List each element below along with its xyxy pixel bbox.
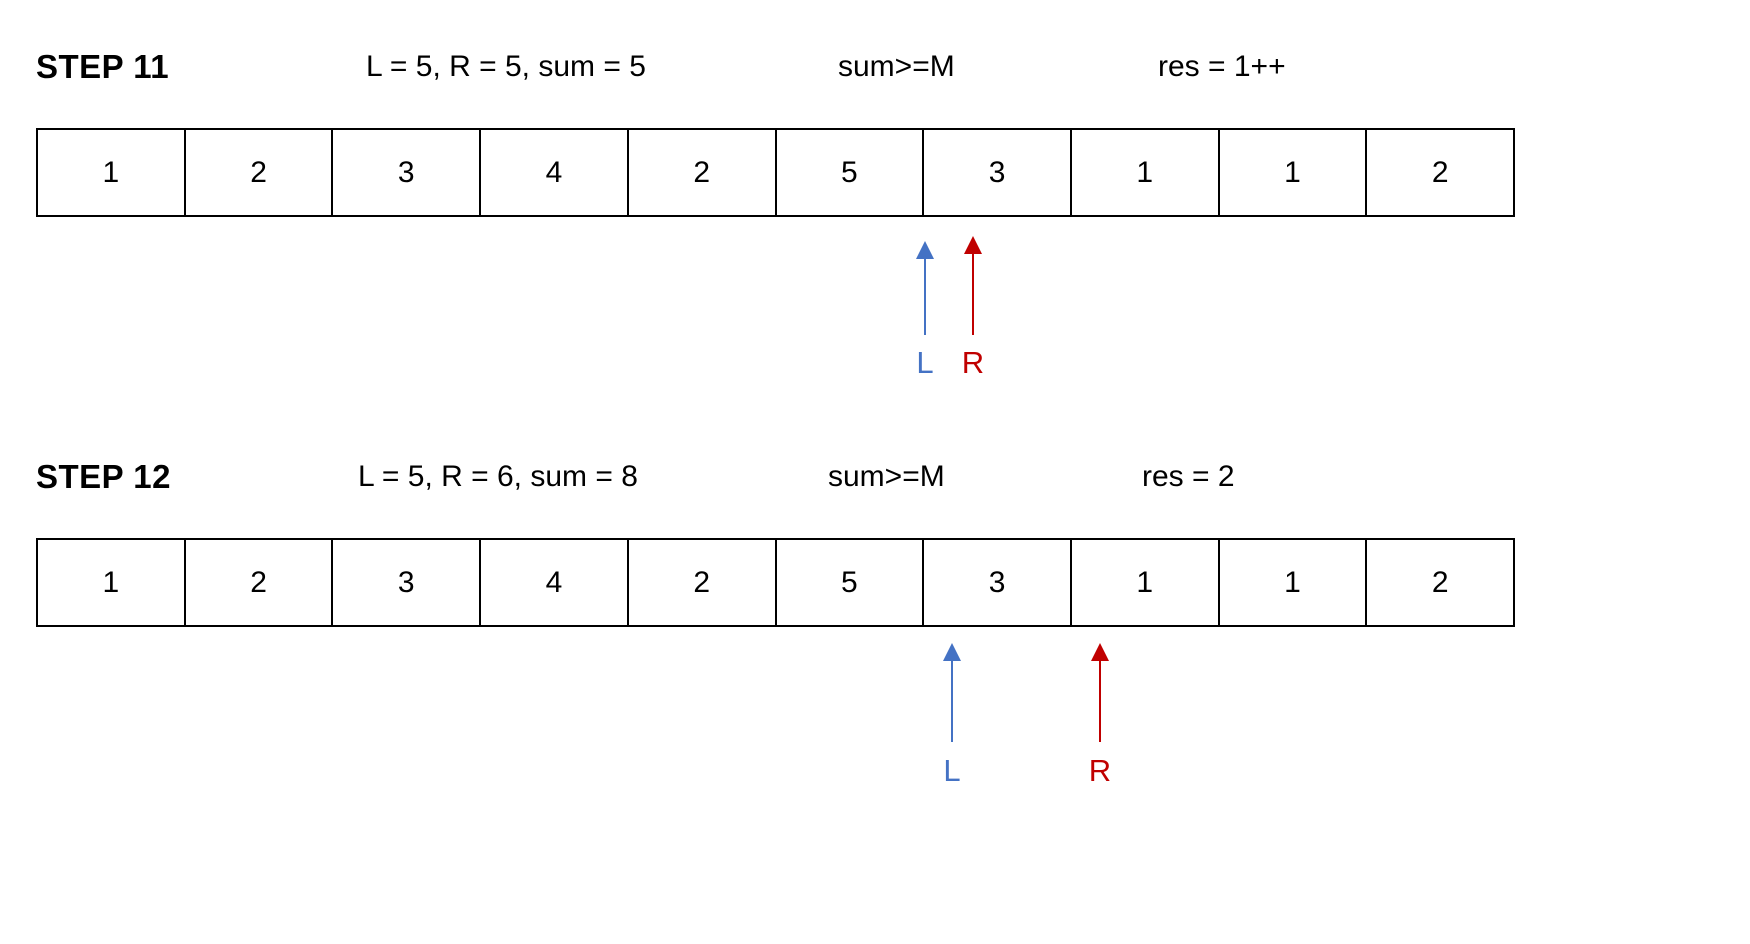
arrow-up-icon bbox=[916, 241, 934, 259]
array-cell: 1 bbox=[38, 130, 186, 215]
pointer-label: L bbox=[943, 753, 961, 788]
pointer-label: R bbox=[1088, 753, 1112, 788]
step-block-1: STEP 11 L = 5, R = 5, sum = 5 sum>=M res… bbox=[0, 48, 1750, 378]
step-result: res = 2 bbox=[1142, 460, 1235, 493]
array-cell: 2 bbox=[629, 540, 777, 625]
arrow-shaft bbox=[951, 654, 953, 742]
step-header-2: STEP 12 L = 5, R = 6, sum = 8 sum>=M res… bbox=[0, 458, 1750, 514]
array-cell: 5 bbox=[777, 540, 925, 625]
arrow-up-icon bbox=[943, 643, 961, 661]
array-cell: 3 bbox=[924, 130, 1072, 215]
array-table: 1 2 3 4 2 5 3 1 1 2 bbox=[36, 128, 1515, 217]
array-cell: 2 bbox=[186, 540, 334, 625]
pointer-right: R bbox=[1070, 643, 1130, 788]
array-cell: 4 bbox=[481, 540, 629, 625]
step-condition: sum>=M bbox=[838, 50, 955, 83]
pointer-left: L bbox=[922, 643, 982, 788]
array-table: 1 2 3 4 2 5 3 1 1 2 bbox=[36, 538, 1515, 627]
pointer-label: L bbox=[916, 345, 934, 380]
array-cell: 2 bbox=[1431, 155, 1449, 189]
array-cell: 1 bbox=[1072, 130, 1220, 215]
pointer-label: R bbox=[961, 345, 985, 380]
array-cell: 3 bbox=[333, 130, 482, 215]
step-variables: L = 5, R = 6, sum = 8 bbox=[358, 460, 638, 493]
array-cell: 1 bbox=[1220, 540, 1368, 625]
arrow-shaft bbox=[972, 247, 974, 335]
array-cell: 5 bbox=[777, 130, 925, 215]
array-cell: 2 bbox=[629, 130, 777, 215]
array-cell: 2 bbox=[186, 130, 334, 215]
arrow-shaft bbox=[1099, 654, 1101, 742]
array-cell: 3 bbox=[333, 540, 482, 625]
arrow-up-icon bbox=[1091, 643, 1109, 661]
step-header-1: STEP 11 L = 5, R = 5, sum = 5 sum>=M res… bbox=[0, 48, 1750, 104]
step-block-2: STEP 12 L = 5, R = 6, sum = 8 sum>=M res… bbox=[0, 458, 1750, 786]
array-cell: 1 bbox=[1220, 130, 1368, 215]
array-cell: 1 bbox=[1072, 540, 1220, 625]
step-result: res = 1++ bbox=[1158, 50, 1286, 83]
pointer-left: L bbox=[895, 241, 955, 381]
arrow-up-icon bbox=[964, 236, 982, 254]
step-title: STEP 12 bbox=[36, 458, 171, 495]
step-variables: L = 5, R = 5, sum = 5 bbox=[366, 50, 646, 83]
array-cell: 2 bbox=[1431, 565, 1449, 599]
arrow-shaft bbox=[924, 252, 926, 335]
array-cell: 3 bbox=[924, 540, 1072, 625]
step-title: STEP 11 bbox=[36, 48, 170, 85]
array-cell: 4 bbox=[481, 130, 629, 215]
array-cell: 1 bbox=[38, 540, 186, 625]
step-condition: sum>=M bbox=[828, 460, 945, 493]
pointer-right: R bbox=[943, 236, 1003, 381]
